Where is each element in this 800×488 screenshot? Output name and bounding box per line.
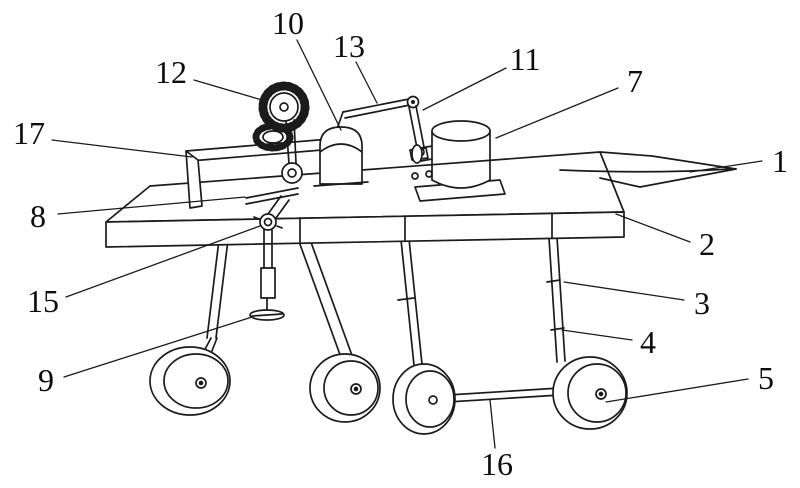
- part-label-10: 10: [272, 5, 304, 41]
- rear-center-leg: [397, 238, 423, 366]
- platform-deck: [105, 151, 625, 248]
- part-label-9: 9: [38, 362, 54, 398]
- drive-shaft: [245, 187, 299, 219]
- part-label-8: 8: [30, 198, 46, 234]
- gear-shaft-bearing: [281, 119, 303, 184]
- part-label-1: 1: [772, 143, 788, 179]
- leader-lines: [51, 39, 763, 449]
- part-label-2: 2: [699, 226, 715, 262]
- wheel-rear-center: [392, 363, 456, 435]
- part-label-13: 13: [333, 28, 365, 64]
- motor-cylinder: [411, 120, 506, 202]
- leader-line-7: [495, 87, 619, 139]
- part-label-7: 7: [627, 63, 643, 99]
- leader-line-2: [615, 213, 691, 243]
- wheel-center: [309, 353, 381, 423]
- wheel-right: [552, 356, 628, 430]
- discharge-chute: [559, 151, 737, 188]
- part-label-17: 17: [13, 115, 45, 151]
- leader-line-4: [561, 329, 633, 341]
- drawing-strokes: [51, 39, 763, 449]
- foot-disc: [249, 309, 285, 321]
- leader-line-9: [63, 316, 253, 378]
- leader-line-8: [57, 196, 246, 215]
- gear-wheel: [258, 81, 310, 133]
- vertical-actuator: [260, 229, 276, 311]
- leader-line-1: [689, 160, 763, 173]
- part-label-5: 5: [758, 360, 774, 396]
- part-label-4: 4: [640, 324, 656, 360]
- part-label-3: 3: [694, 285, 710, 321]
- leader-line-15: [65, 225, 261, 298]
- part-label-16: 16: [481, 446, 513, 482]
- universal-joint: [253, 213, 283, 231]
- part-label-12: 12: [155, 54, 187, 90]
- leader-line-13: [355, 61, 378, 104]
- crank-bar: [337, 95, 420, 127]
- wheel-left: [149, 346, 231, 416]
- part-label-11: 11: [509, 41, 541, 77]
- right-leg: [546, 236, 566, 363]
- leader-line-5: [605, 378, 749, 403]
- leader-line-17: [51, 139, 193, 158]
- leader-line-11: [422, 67, 507, 111]
- leader-line-16: [489, 399, 496, 449]
- leader-line-3: [563, 281, 685, 301]
- leader-line-10: [296, 39, 342, 131]
- leader-line-12: [193, 79, 263, 101]
- dome-housing: [313, 126, 369, 187]
- part-label-15: 15: [27, 283, 59, 319]
